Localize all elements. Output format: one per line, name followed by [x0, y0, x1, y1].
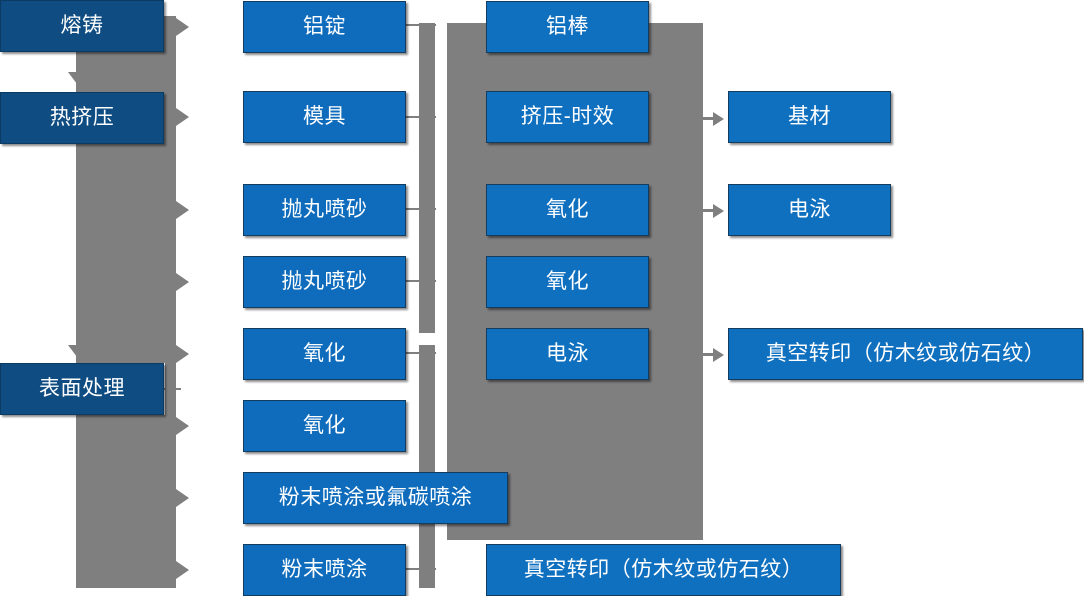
process-node-vacuum-transfer-printing-bottom[interactable]: 真空转印（仿木纹或仿石纹）: [486, 544, 841, 596]
arrow-down-icon-stage2: [68, 345, 86, 357]
process-node-shot-blasting-2[interactable]: 抛丸喷砂: [243, 256, 406, 308]
stage-label: 熔铸: [60, 14, 104, 38]
bracket-tip-m3: [176, 201, 189, 219]
process-label: 抛丸喷砂: [281, 270, 368, 294]
bracket-tip-m2: [176, 108, 189, 126]
process-node-mold[interactable]: 模具: [243, 91, 406, 143]
stage-node-surface-treatment[interactable]: 表面处理: [0, 363, 164, 415]
stage-node-melting-casting[interactable]: 熔铸: [0, 0, 164, 52]
tick-m8: [406, 568, 436, 570]
process-label: 氧化: [546, 198, 589, 222]
process-label: 模具: [303, 105, 346, 129]
tick-m1: [406, 24, 436, 26]
tick-m3: [406, 208, 436, 210]
arrow-line-o1: [700, 117, 716, 120]
stage-label: 表面处理: [39, 377, 125, 401]
output-node-base-material[interactable]: 基材: [728, 91, 891, 143]
output-label: 基材: [788, 105, 831, 129]
process-label: 抛丸喷砂: [281, 198, 368, 222]
output-label: 真空转印（仿木纹或仿石纹）: [765, 342, 1046, 366]
bracket-tip-m6: [176, 417, 189, 435]
process-node-electrophoresis-1[interactable]: 电泳: [486, 328, 649, 380]
output-node-vacuum-transfer-printing[interactable]: 真空转印（仿木纹或仿石纹）: [728, 328, 1083, 380]
bracket-tip-m7: [176, 489, 189, 507]
process-label: 氧化: [303, 342, 346, 366]
output-label: 电泳: [788, 198, 831, 222]
bracket-tip-m8: [176, 561, 189, 579]
arrow-right-icon-o3: [713, 348, 724, 362]
arrow-down-icon-stage1: [68, 72, 86, 84]
process-node-oxidation-1[interactable]: 氧化: [243, 328, 406, 380]
stage-label: 热挤压: [49, 106, 115, 130]
stage3-stub-line: [163, 388, 181, 390]
process-label: 粉末喷涂或氟碳喷涂: [278, 486, 473, 510]
process-node-shot-blasting-1[interactable]: 抛丸喷砂: [243, 184, 406, 236]
arrow-line-o3: [700, 353, 716, 356]
process-label: 挤压-时效: [520, 105, 615, 129]
process-node-oxidation-2[interactable]: 氧化: [243, 400, 406, 452]
process-label: 氧化: [546, 270, 589, 294]
stage-node-hot-extrusion[interactable]: 热挤压: [0, 92, 164, 144]
process-label: 粉末喷涂: [281, 558, 368, 582]
process-label: 氧化: [303, 414, 346, 438]
bracket-connector-middle-thin: [419, 23, 435, 333]
process-node-powder-coating[interactable]: 粉末喷涂: [243, 544, 406, 596]
process-node-powder-or-fluorocarbon-coating[interactable]: 粉末喷涂或氟碳喷涂: [243, 472, 508, 524]
process-node-oxidation-4[interactable]: 氧化: [486, 256, 649, 308]
bracket-tip-m5: [176, 345, 189, 363]
arrow-line-o2: [700, 209, 716, 212]
bracket-tip-m4: [176, 273, 189, 291]
tick-m2: [406, 116, 436, 118]
arrow-right-icon-o1: [713, 112, 724, 126]
output-node-electrophoresis[interactable]: 电泳: [728, 184, 891, 236]
process-label: 铝棒: [546, 15, 589, 39]
process-label: 电泳: [546, 342, 589, 366]
arrow-right-icon-o2: [713, 204, 724, 218]
tick-m4: [406, 280, 436, 282]
tick-m5: [406, 352, 436, 354]
bracket-connector-middle-thin-lower: [419, 345, 435, 588]
process-node-extrusion-aging[interactable]: 挤压-时效: [486, 91, 649, 143]
process-node-aluminum-bar[interactable]: 铝棒: [486, 1, 649, 53]
bracket-tip-m1: [176, 18, 189, 36]
process-node-aluminum-ingot[interactable]: 铝锭: [243, 1, 406, 53]
process-label: 铝锭: [303, 15, 346, 39]
process-label: 真空转印（仿木纹或仿石纹）: [523, 558, 804, 582]
process-node-oxidation-3[interactable]: 氧化: [486, 184, 649, 236]
